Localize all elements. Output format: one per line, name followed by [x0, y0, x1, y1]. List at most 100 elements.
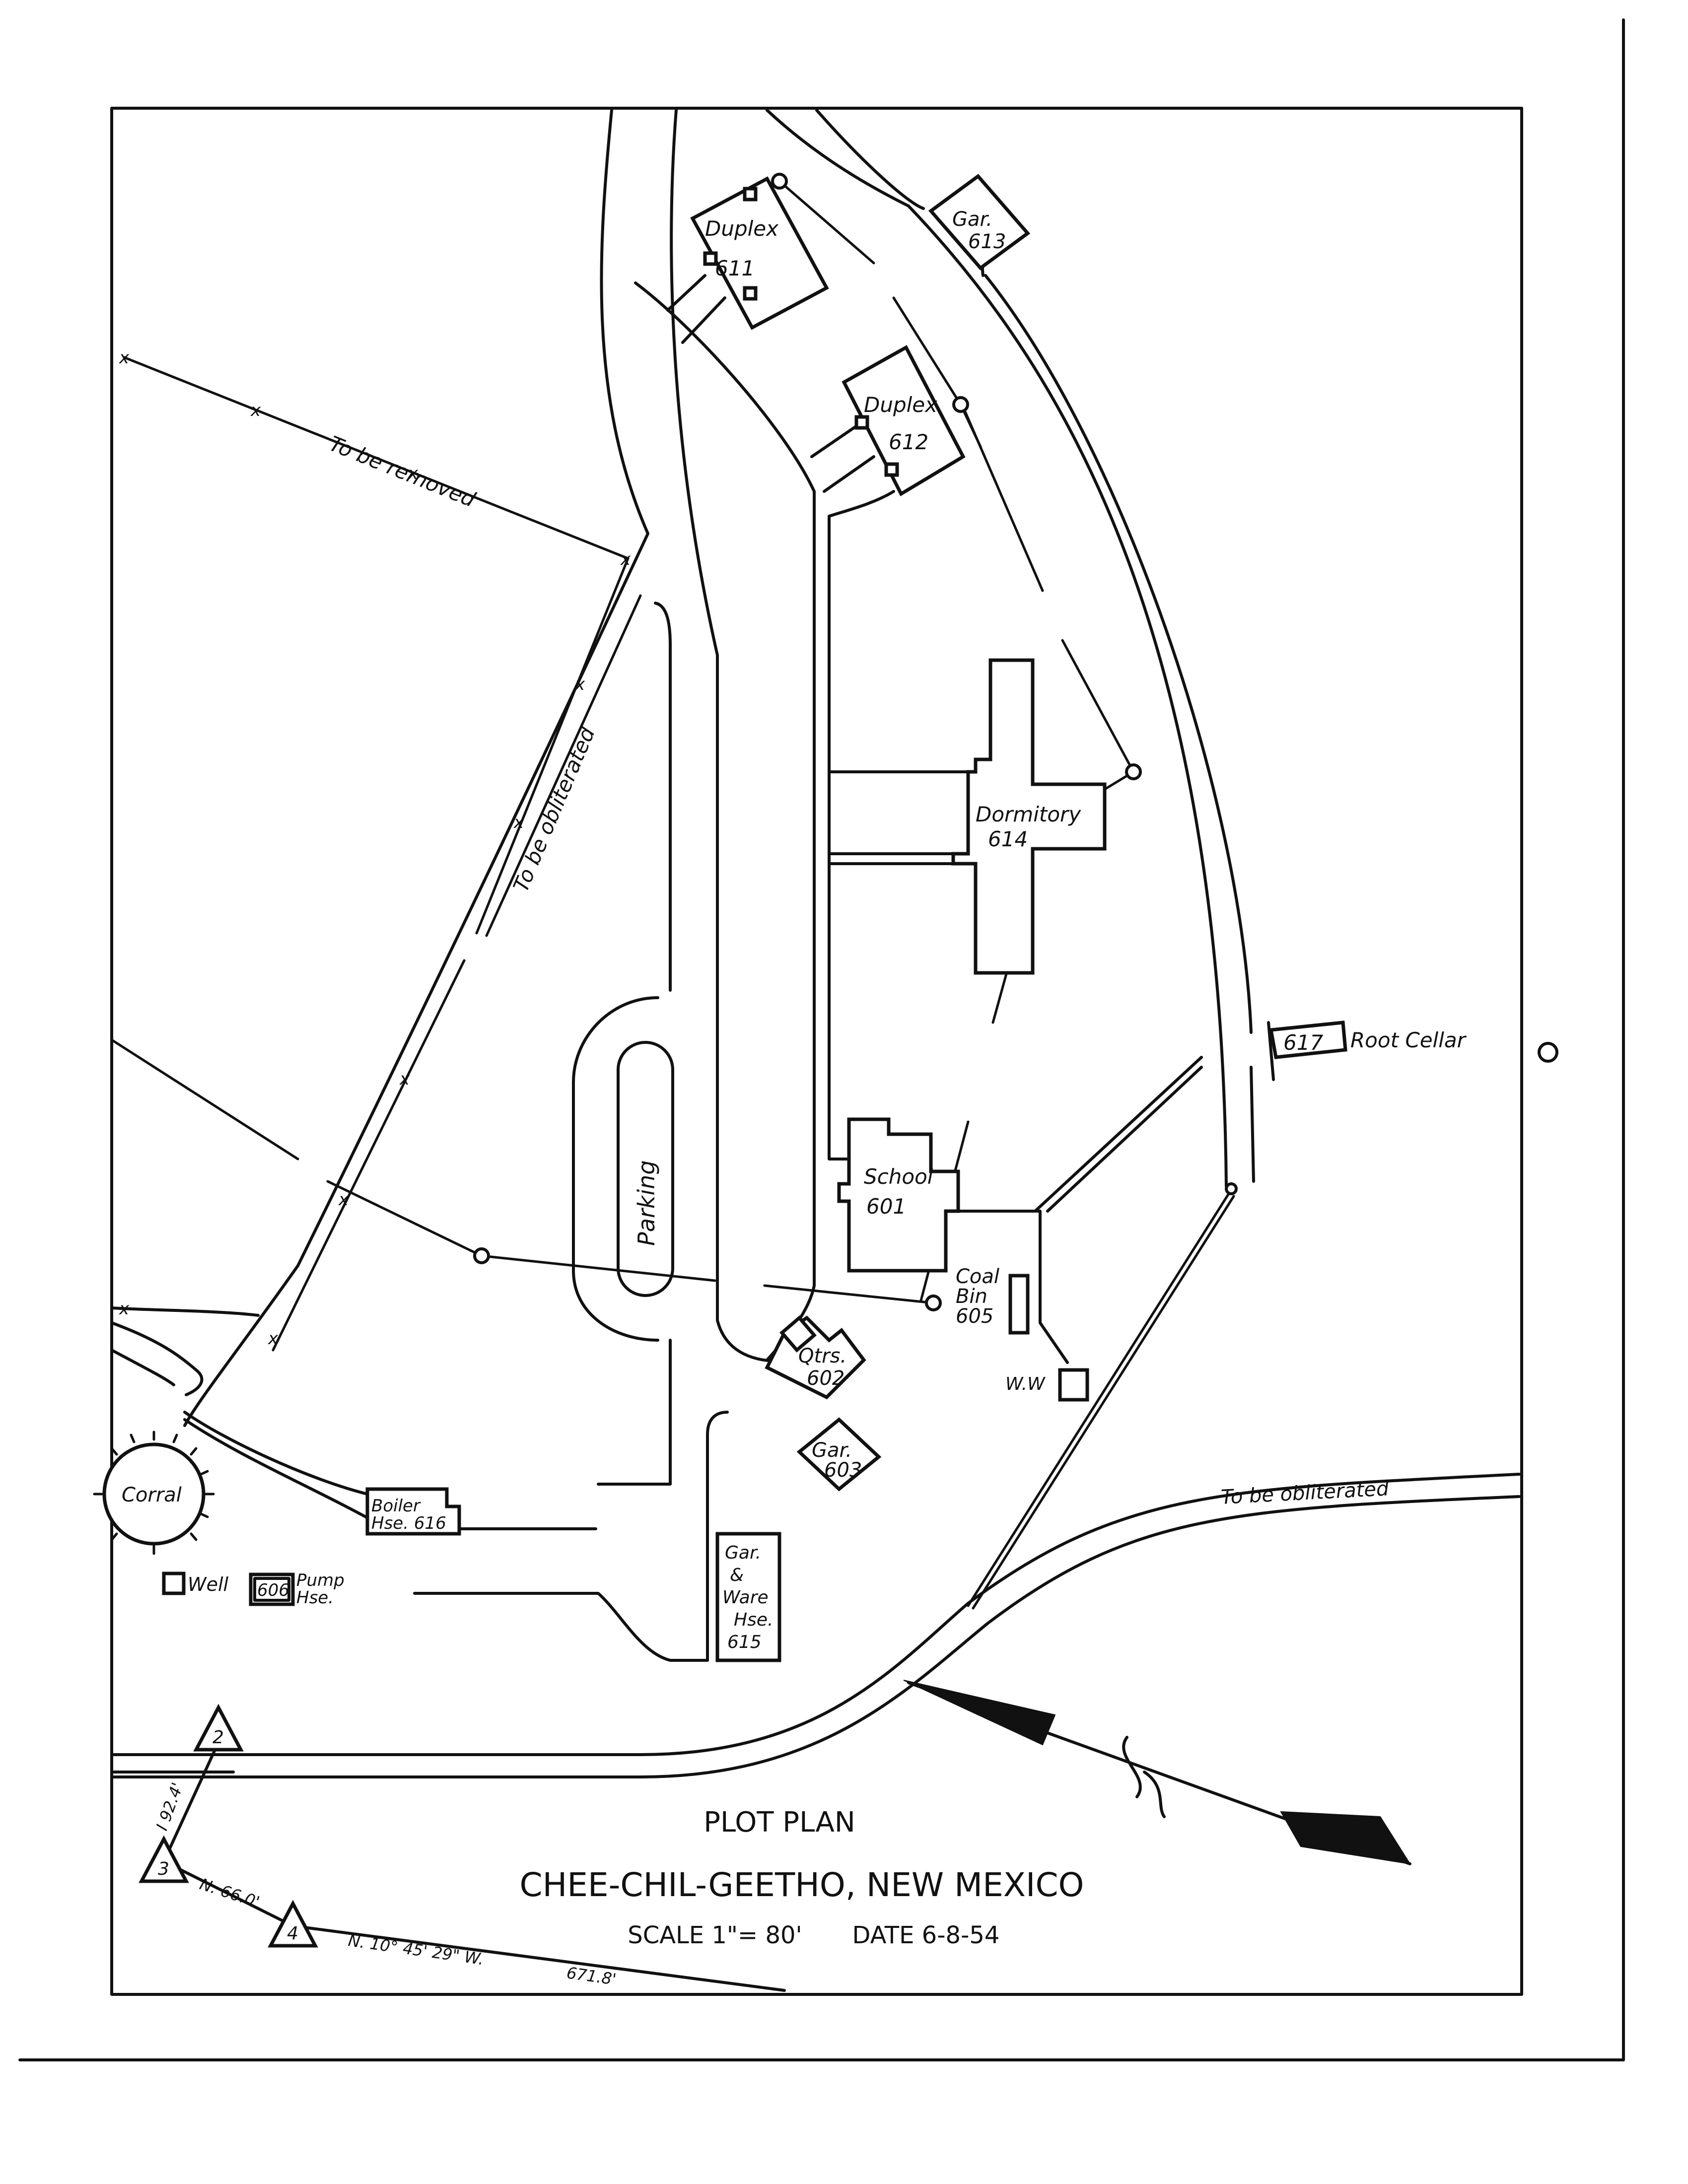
coal-bin-label-1: Coal [956, 1265, 999, 1288]
svg-text:x: x [399, 1069, 410, 1089]
water-works-label: W.W [1005, 1374, 1046, 1394]
plot-plan-heading: PLOT PLAN [703, 1806, 855, 1839]
utility-line-west [110, 1038, 483, 1257]
station-2-label: 2 [212, 1727, 224, 1748]
service-road-north [413, 1592, 709, 1662]
garage-603: Gar. 603 [796, 1417, 882, 1492]
utility-line-coal-2 [480, 1254, 935, 1304]
coal-bin-number: 605 [956, 1305, 993, 1328]
pump-house-label-2: Hse. [296, 1588, 334, 1608]
utility-manholes [473, 173, 1238, 1311]
quarters-602: Qtrs. 602 [765, 1315, 866, 1400]
quarters-602-label: Qtrs. [798, 1345, 846, 1367]
root-cellar-617: 617 Root Cellar [1267, 1021, 1467, 1081]
walk-duplex-612 [828, 490, 895, 518]
svg-text:x: x [250, 401, 261, 420]
school-601-label: School [864, 1164, 933, 1189]
north-arrow [903, 1680, 1411, 1865]
duplex-612-label: Duplex [864, 393, 938, 417]
dormitory-614: Dormitory 614 [951, 658, 1107, 975]
school-601: School 601 [837, 1117, 960, 1273]
west-spur-top [110, 1321, 204, 1396]
main-road-west-edge [183, 109, 649, 1427]
east-road-spur [815, 109, 925, 210]
root-cellar-number: 617 [1283, 1030, 1323, 1055]
old-road-obliterated-2 [485, 594, 642, 937]
walk-school-east [1034, 1056, 1203, 1213]
place-title: CHEE-CHIL-GEETHO, NEW MEXICO [519, 1866, 1084, 1904]
school-601-number: 601 [866, 1194, 906, 1219]
survey-traverse [162, 1741, 786, 1992]
walk-duplex-611-a [666, 274, 706, 312]
boiler-label-1: Boiler [371, 1496, 421, 1516]
inner-walk-service [828, 515, 848, 1160]
gar-ware-line2: & [730, 1565, 744, 1585]
east-road-north-west-edge [766, 109, 910, 207]
service-road-east [706, 1411, 729, 1662]
well-label: Well [188, 1573, 229, 1595]
scale-label: SCALE 1"= 80' [628, 1921, 802, 1949]
inner-walk-long [634, 281, 816, 1362]
svg-text:x: x [119, 348, 130, 368]
walk-school-east-2 [1046, 1066, 1203, 1213]
highway-south-edge [110, 1495, 1521, 1778]
drawing-border [110, 107, 1523, 1996]
survey-station-3: 3 [139, 1835, 189, 1883]
duplex-611-number: 611 [715, 256, 755, 280]
binder-hole [1538, 1042, 1558, 1063]
west-spur-fence-line [110, 1306, 260, 1317]
dormitory-614-number: 614 [988, 827, 1028, 851]
svg-text:x: x [513, 813, 524, 832]
fence-to-be-removed-label: To be removed [326, 431, 479, 512]
date-label: DATE 6-8-54 [852, 1921, 1000, 1949]
well: Well [162, 1571, 229, 1595]
old-road-obliterated-1 [272, 557, 630, 1352]
dormitory-614-label: Dormitory [976, 802, 1081, 826]
water-works: W.W [1005, 1368, 1089, 1402]
fence-to-be-removed [123, 356, 630, 560]
boiler-drive-north [183, 1411, 369, 1496]
parking-island [617, 1041, 674, 1297]
svg-text:x: x [620, 549, 631, 569]
pump-house-number: 606 [257, 1580, 289, 1600]
garage-603-number: 603 [824, 1459, 862, 1482]
duplex-611-label: Duplex [705, 216, 779, 241]
walk-school-ww [944, 1210, 1069, 1364]
walk-duplex-611-b [681, 296, 726, 344]
east-road-outer-edge [984, 274, 1253, 1034]
utility-line-southeast [967, 1190, 1232, 1607]
main-road-east-edge [670, 109, 776, 1363]
svg-text:x: x [408, 464, 419, 483]
garage-613-number: 613 [968, 230, 1006, 253]
station-4-label: 4 [287, 1923, 298, 1944]
garage-613: Gar. 613 [928, 174, 1031, 271]
utility-line-north [962, 406, 1135, 773]
walk-duplex-612-b [823, 455, 875, 493]
svg-text:x: x [119, 1299, 130, 1319]
survey-station-2: 2 [193, 1704, 244, 1752]
svg-text:x: x [574, 675, 585, 694]
survey-station-4: 4 [268, 1900, 318, 1948]
parking-south-edge [597, 1339, 672, 1486]
boiler-label-2: Hse. 616 [371, 1513, 446, 1533]
highway-north-edge [110, 1473, 1521, 1756]
parking-loop-west [572, 996, 659, 1342]
east-road-inner-edge [907, 205, 1228, 1188]
garage-603-label: Gar. [812, 1439, 852, 1462]
corral: Corral [93, 1431, 215, 1555]
parking-label: Parking [633, 1160, 660, 1246]
gar-ware-615: Gar. & Ware Hse. 615 [715, 1532, 781, 1662]
gar-ware-line3: Ware [722, 1587, 769, 1608]
duplex-612-number: 612 [889, 430, 928, 454]
corral-label: Corral [122, 1484, 182, 1506]
pump-house-label-1: Pump [296, 1570, 345, 1590]
fence-post-marks: x x x x [119, 348, 631, 569]
utility-line-duplex [778, 180, 962, 406]
bearing-4-label: N. 10° 45' 29" W. [347, 1931, 485, 1969]
garage-613-label: Gar. [952, 208, 992, 231]
parking-access-left [654, 602, 672, 992]
gar-ware-number: 615 [727, 1632, 762, 1652]
gar-ware-line1: Gar. [725, 1543, 761, 1563]
west-spur-bottom [110, 1349, 175, 1386]
